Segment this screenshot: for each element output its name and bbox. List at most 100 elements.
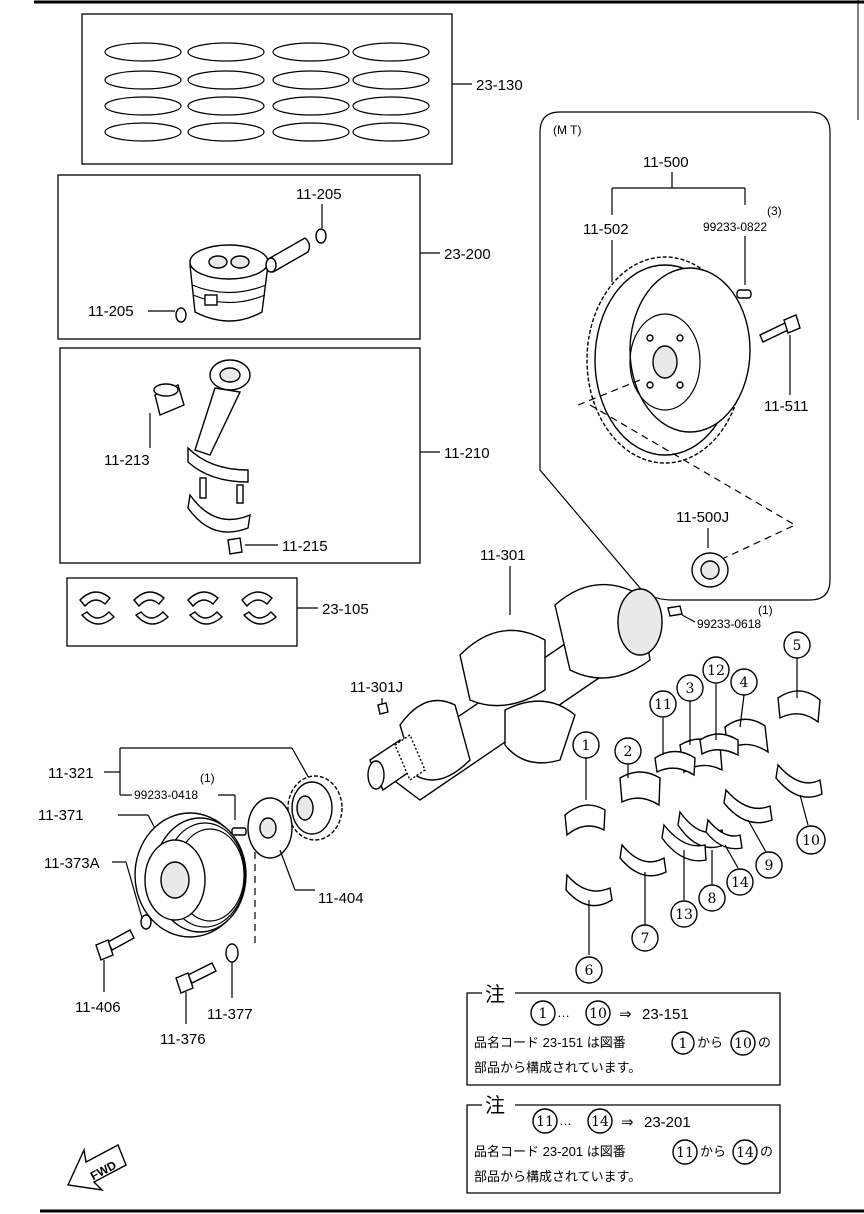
- svg-text:11: 11: [536, 1114, 554, 1130]
- svg-text:4: 4: [740, 675, 749, 691]
- callout-99233-0418: 99233-0418: [134, 788, 198, 802]
- ring-set-2: [187, 42, 265, 142]
- mt-dashed-outline: [539, 111, 831, 601]
- flywheel-bolt-icon: [759, 314, 801, 343]
- svg-text:5: 5: [793, 638, 802, 654]
- main-bearing-11-icon: [654, 750, 696, 777]
- main-bearing-7-icon: [619, 843, 667, 877]
- piston-rings-box: [81, 13, 453, 165]
- main-bearing-12-icon: [699, 733, 739, 757]
- ring-set-4: [352, 42, 430, 142]
- gear-pin-icon: [231, 827, 247, 836]
- main-bearing-1-icon: [564, 804, 606, 837]
- bearing-pair-3-icon: [187, 591, 224, 625]
- pulley-plate-icon: [247, 797, 293, 859]
- callout-11-210: 11-210: [444, 445, 490, 462]
- note-2-line2: 部品から構成されています。: [474, 1169, 641, 1184]
- crankshaft-group: 11-301 (1) 99233-0618 11-301J: [350, 547, 773, 801]
- svg-text:2: 2: [624, 744, 633, 760]
- svg-text:10: 10: [802, 833, 820, 849]
- bearing-number-3: 3: [676, 674, 704, 702]
- crankshaft-icon: [367, 583, 663, 801]
- connecting-rod-icon: [187, 359, 251, 533]
- pin-clip-left-icon: [175, 307, 187, 323]
- note-2-ellipsis: …: [559, 1113, 572, 1128]
- crank-pin-qty: (1): [758, 603, 773, 617]
- conrod-group: 11-213 11-215 11-210: [59, 347, 490, 564]
- callout-23-200: 23-200: [444, 246, 491, 263]
- main-bearing-14-icon: [705, 818, 743, 850]
- callout-99233-0822: 99233-0822: [703, 220, 767, 234]
- bearing-number-12: 12: [702, 656, 730, 684]
- svg-text:14: 14: [591, 1114, 609, 1130]
- note-2-range-start: 11: [532, 1108, 558, 1134]
- piston-rings-group: 23-130: [81, 13, 523, 165]
- bearing-number-8: 8: [698, 884, 726, 912]
- rod-bearings-box: [66, 577, 298, 647]
- note-1-line1-c: の: [758, 1035, 771, 1050]
- callout-11-371: 11-371: [38, 807, 84, 824]
- flywheel-group: (M T) 11-500 11-502 (3) 99233-0822 11-51…: [539, 111, 831, 601]
- note-1-range-end: 10: [585, 1000, 611, 1026]
- callout-11-301J: 11-301J: [350, 679, 403, 696]
- svg-text:12: 12: [707, 663, 725, 679]
- note-1-line1-a: 品名コード 23-151 は図番: [474, 1035, 626, 1050]
- main-bearing-10-icon: [775, 763, 823, 798]
- flywheel-dowel-qty: (3): [767, 204, 782, 218]
- note-1-line2: 部品から構成されています。: [474, 1060, 641, 1075]
- bearing-pair-1-icon: [79, 591, 116, 625]
- washer-377-icon: [225, 943, 239, 963]
- note-2-inline-start: 11: [672, 1139, 698, 1165]
- svg-text:7: 7: [641, 931, 650, 947]
- main-bearings-group: 1 2 3 4 5 6 7 8: [564, 631, 826, 984]
- svg-text:14: 14: [731, 875, 749, 891]
- callout-11-500J: 11-500J: [676, 509, 729, 526]
- note-2-line1-a: 品名コード 23-201 は図番: [474, 1144, 626, 1159]
- crank-pulley-icon: [134, 812, 247, 938]
- svg-text:11: 11: [676, 1145, 694, 1161]
- timing-gear-icon: [287, 775, 343, 841]
- callout-11-511: 11-511: [764, 398, 808, 415]
- note-1-target: 23-151: [642, 1006, 689, 1023]
- note-1-arrow: ⇒: [619, 1006, 632, 1023]
- mt-label: (M T): [553, 123, 581, 137]
- pilot-bearing-icon: [691, 552, 729, 588]
- note-1-inline-start: 1: [671, 1031, 695, 1055]
- note-1-title: 注: [485, 983, 505, 1006]
- bearing-number-7: 7: [631, 924, 659, 952]
- piston-icon: [189, 244, 269, 322]
- svg-text:14: 14: [736, 1145, 754, 1161]
- bearing-number-2: 2: [614, 737, 642, 765]
- callout-11-373A: 11-373A: [44, 855, 100, 872]
- note-2-line1-c: の: [760, 1144, 773, 1159]
- bearing-pair-2-icon: [133, 591, 170, 625]
- main-bearing-2-icon: [619, 771, 661, 807]
- piston-box: [57, 174, 421, 340]
- pulley-washer-icon: [140, 914, 152, 930]
- note-1-range-start: 1: [530, 1000, 556, 1026]
- note-box-2: 注 11 … 14 ⇒ 23-201 品名コード 23-201 は図番 11 か…: [466, 1094, 781, 1194]
- bearing-number-14: 14: [726, 868, 754, 896]
- callout-11-502: 11-502: [583, 221, 629, 238]
- svg-text:10: 10: [589, 1006, 607, 1022]
- bearing-number-9: 9: [755, 851, 783, 879]
- bearing-number-10: 10: [796, 825, 826, 855]
- callout-11-377: 11-377: [207, 1006, 253, 1023]
- callout-11-404: 11-404: [318, 890, 364, 907]
- bearing-number-1: 1: [572, 731, 600, 759]
- callout-23-130: 23-130: [476, 77, 523, 94]
- rod-nut-icon: [227, 537, 243, 555]
- ring-set-3: [272, 42, 350, 142]
- callout-11-321: 11-321: [48, 765, 94, 782]
- front-pulley-group: 11-321 (1) 99233-0418 11-371: [38, 747, 364, 1048]
- rod-bushing-icon: [153, 383, 185, 416]
- bearing-number-5: 5: [783, 631, 811, 659]
- main-bearing-5-icon: [777, 690, 821, 724]
- svg-text:10: 10: [734, 1036, 752, 1052]
- bearing-number-4: 4: [730, 668, 758, 696]
- svg-text:8: 8: [708, 891, 717, 907]
- callout-23-105: 23-105: [322, 601, 369, 618]
- bearing-pair-4-icon: [241, 591, 278, 625]
- main-bearing-13-icon: [661, 823, 707, 862]
